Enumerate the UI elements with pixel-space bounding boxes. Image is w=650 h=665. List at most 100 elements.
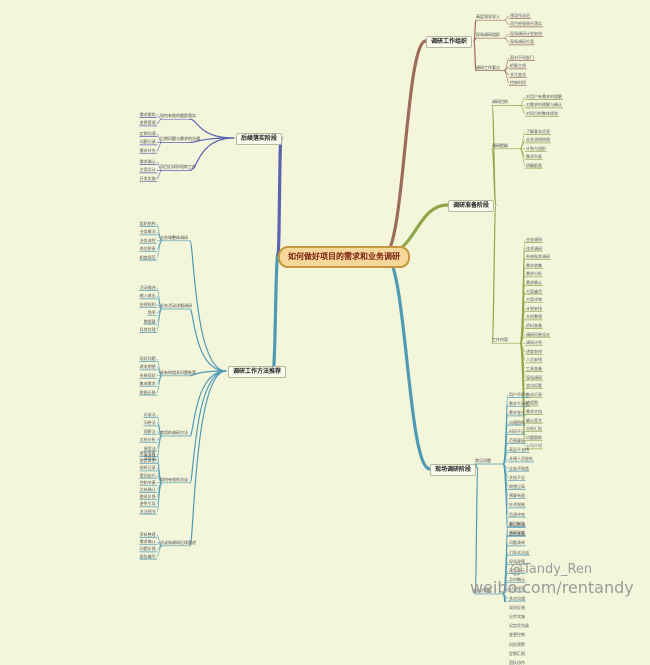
branch-connectors xyxy=(139,15,564,602)
branch-2-group-3-item: 方案编写 xyxy=(526,288,542,294)
connector-line xyxy=(189,370,227,377)
branch-2-group-1[interactable]: 调研目的 xyxy=(492,99,508,105)
branch-4-group-5-item: 控制节奏 xyxy=(139,479,156,485)
branch-2-group-3-item: 计划安排 xyxy=(526,305,542,311)
branch-3-group-1-item: 部门利益 xyxy=(509,520,525,526)
connector-line xyxy=(503,70,510,84)
branch-4-group-5-item: 关注细节 xyxy=(139,508,156,514)
connector-line xyxy=(491,204,497,344)
connector-line xyxy=(503,15,510,21)
branch-1-group-2[interactable]: 现场调研组织 xyxy=(476,32,500,38)
branch-3-title[interactable]: 现场调研阶段 xyxy=(430,464,477,476)
branch-2-group-1-item: 对项目的整体规划 xyxy=(526,110,558,116)
branch-3-group-1-item: 需求变化 xyxy=(509,410,525,416)
branch-3-group-2[interactable]: 应对策略 xyxy=(475,588,491,593)
branch-1-group-1-item: 领导作动员 xyxy=(510,13,530,18)
branch-3-group-2-item: 设定优先级 xyxy=(509,623,529,629)
connector-line xyxy=(382,39,428,256)
connector-line xyxy=(189,308,227,372)
branch-3-group-1-item: 文档不全 xyxy=(509,474,525,480)
branch-5-title[interactable]: 后续落实阶段 xyxy=(236,133,283,145)
branch-3-group-2-item: 多次沟通 xyxy=(509,595,525,601)
branch-4-group-6-item: 报告编写 xyxy=(139,553,156,559)
branch-4-group-5-item: 总结确认 xyxy=(139,487,156,492)
branch-4-title[interactable]: 调研工作方法推荐 xyxy=(228,366,287,378)
branch-3-group-1-item: 资源冲突 xyxy=(509,511,525,517)
branch-2-group-3-item: 现场调研 xyxy=(526,374,542,380)
branch-5-group-2-item: 问题记录 xyxy=(139,139,156,145)
branch-4-group-3-item: 集成需求 xyxy=(139,381,156,387)
branch-5-group-3-item: 开发实施 xyxy=(139,175,156,181)
branch-4-group-2-item: 输入输出 xyxy=(139,293,156,299)
mind-map-canvas: 如何做好项目的需求和业务调研 调研工作组织 高层领导导入 领导作动员项目经理责任落实… xyxy=(139,13,634,665)
branch-4-group-2-item: 数据量 xyxy=(143,318,156,324)
branch-4-group-1-item: 业务概况 xyxy=(139,229,156,235)
branch-2-group-3-item: 技术调研 xyxy=(526,245,542,251)
branch-5-group-2[interactable]: 后期问题与需求的沟通 xyxy=(160,136,200,142)
branch-1-group-2-item: 现场调研方案 xyxy=(510,39,534,45)
root-topic[interactable]: 如何做好项目的需求和业务调研 xyxy=(278,246,410,268)
branch-2-group-3-item: 文档整理 xyxy=(526,314,542,320)
branch-1-group-2-item: 现场调研计划安排 xyxy=(510,31,542,36)
branch-1-title[interactable]: 调研工作组织 xyxy=(426,36,473,48)
branch-4-group-2-item: 活动描述 xyxy=(139,285,156,290)
branch-1-group-3-item: 控制时间 xyxy=(510,80,526,86)
branch-2-group-3-item: 公司介绍 xyxy=(526,443,542,449)
branch-5-group-3-item: 需求确认 xyxy=(139,159,156,164)
connector-line xyxy=(503,33,510,39)
branch-4-group-2[interactable]: 业务活动详细调研 xyxy=(160,303,192,308)
branch-2-group-3-item: 确认签字 xyxy=(526,417,542,423)
branch-2-group-3-item: 人员安排 xyxy=(526,357,542,363)
branch-4-group-3[interactable]: 现有的相关问题推荐 xyxy=(160,369,196,375)
branch-4-group-6[interactable]: 访谈和调研后续跟进 xyxy=(160,539,196,545)
connector-line xyxy=(156,308,163,331)
branch-5-group-1[interactable]: 如何有效的跟踪落实 xyxy=(160,113,196,119)
branch-4-group-2-item: 处理规则 xyxy=(139,301,156,307)
branch-2-group-2-item: 需求列表 xyxy=(526,154,542,160)
branch-2-group-2[interactable]: 调研提纲 xyxy=(492,142,508,148)
connector-line xyxy=(503,37,510,43)
connector-line xyxy=(189,370,227,547)
connector-line xyxy=(156,118,163,124)
branch-4-group-4[interactable]: 常用的调研方法 xyxy=(160,430,188,435)
branch-3-group-2-item: 会前准备 xyxy=(509,531,525,537)
branch-2-group-2-item: 计划与组织 xyxy=(526,145,546,151)
branch-3-group-1[interactable]: 常见问题 xyxy=(475,458,491,463)
connector-line xyxy=(189,240,227,372)
branch-2-title[interactable]: 调研准备阶段 xyxy=(448,200,495,212)
branch-2-group-3-item: 需求文档 xyxy=(526,409,542,414)
branch-2-group-3-item: 系统现状调研 xyxy=(526,254,550,260)
branch-3-group-2-item: 风险预警 xyxy=(509,641,525,647)
connector-line xyxy=(519,96,526,106)
branch-4-group-4-item: 访谈法 xyxy=(143,412,156,417)
branch-4-group-4-item: 文档分析 xyxy=(139,437,156,443)
watermark-handle: @Tandy_Ren xyxy=(510,562,593,577)
connector-line xyxy=(156,170,163,180)
branch-3-group-1-item: 范围蔓延 xyxy=(509,438,525,443)
branch-3-group-1-item: 业务不熟悉 xyxy=(509,465,529,471)
connector-line xyxy=(156,435,163,458)
branch-4-group-1-item: 组织结构 xyxy=(139,221,156,226)
branch-3-group-2-item: 现场观察 xyxy=(509,558,525,564)
branch-4-group-5-item: 避免引导 xyxy=(139,501,156,507)
branch-5-group-3[interactable]: 项目后续阶段的工作 xyxy=(160,164,196,170)
branch-2-group-1-item: 对需求的理解与确认 xyxy=(526,102,562,108)
branch-4-group-1[interactable]: 业务域整体调研 xyxy=(160,234,188,240)
branch-2-group-3-item: 需求分析 xyxy=(526,271,542,277)
connector-line xyxy=(519,148,526,166)
branch-4-group-5-item: 提问技巧 xyxy=(139,472,156,478)
branch-2-group-3[interactable]: 工作内容 xyxy=(492,337,508,343)
branch-4-group-5[interactable]: 如何有效的访谈 xyxy=(160,476,188,482)
branch-1-group-3[interactable]: 调研工作要点 xyxy=(476,64,500,70)
connector-line xyxy=(189,118,235,139)
connector-line xyxy=(271,252,280,373)
connector-line xyxy=(156,375,163,393)
branch-2-group-3-item: 工具准备 xyxy=(526,366,542,371)
branch-1-group-1-item: 项目经理责任落实 xyxy=(510,21,542,27)
connector-line xyxy=(503,19,510,25)
branch-2-group-3-item: 调研计划 xyxy=(526,340,542,346)
branch-1-group-1[interactable]: 高层领导导入 xyxy=(476,14,500,20)
branch-2-group-3-item: 调研问卷设计 xyxy=(526,331,550,337)
branch-5-group-1-item: 需求跟踪 xyxy=(139,112,156,117)
branch-2-group-3-item: 方案评审 xyxy=(526,297,542,303)
